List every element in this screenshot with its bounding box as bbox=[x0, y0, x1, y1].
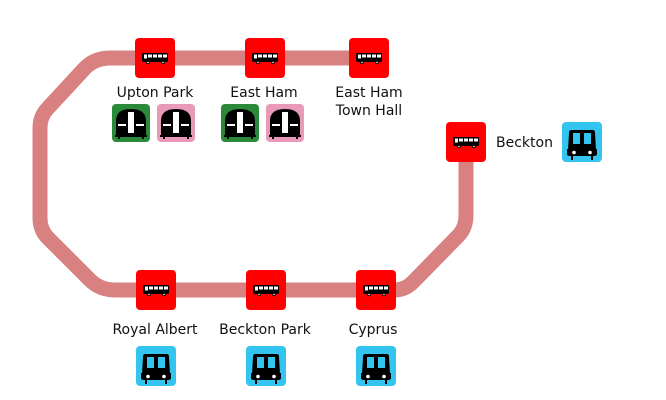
station-label-beckton: Beckton bbox=[496, 135, 553, 151]
underground-train-icon bbox=[115, 109, 147, 139]
dlr-train-icon bbox=[141, 354, 171, 384]
dlr-train-icon bbox=[567, 130, 597, 160]
route-line bbox=[32, 50, 474, 298]
station-label-east-ham-town-hall-2: Town Hall bbox=[335, 103, 403, 119]
bus-stop-beckton-park[interactable] bbox=[246, 270, 286, 310]
station-label-east-ham: East Ham bbox=[230, 85, 298, 101]
underground-train-icon bbox=[269, 109, 301, 139]
dlr-train-icon bbox=[251, 354, 281, 384]
dlr-train-icon bbox=[361, 354, 391, 384]
bus-stop-upton-park[interactable] bbox=[135, 38, 175, 78]
underground-train-icon bbox=[224, 109, 256, 139]
station-label-beckton-park: Beckton Park bbox=[219, 322, 311, 338]
hammersmith-city-line-icon-upton-park bbox=[157, 104, 195, 142]
bus-stop-beckton[interactable] bbox=[446, 122, 486, 162]
dlr-icon-beckton-park bbox=[246, 346, 286, 386]
station-label-upton-park: Upton Park bbox=[116, 85, 194, 101]
dlr-icon-royal-albert bbox=[136, 346, 176, 386]
bus-stop-east-ham-town-hall[interactable] bbox=[349, 38, 389, 78]
hammersmith-city-line-icon-east-ham bbox=[266, 104, 304, 142]
district-line-icon-east-ham bbox=[221, 104, 259, 142]
station-label-royal-albert: Royal Albert bbox=[112, 322, 198, 338]
station-label-east-ham-town-hall-1: East Ham bbox=[335, 85, 403, 101]
dlr-icon-beckton bbox=[562, 122, 602, 162]
underground-train-icon bbox=[160, 109, 192, 139]
dlr-icon-cyprus bbox=[356, 346, 396, 386]
station-label-cyprus: Cyprus bbox=[348, 322, 398, 338]
bus-stop-royal-albert[interactable] bbox=[136, 270, 176, 310]
bus-stop-east-ham[interactable] bbox=[245, 38, 285, 78]
district-line-icon-upton-park bbox=[112, 104, 150, 142]
bus-stop-cyprus[interactable] bbox=[356, 270, 396, 310]
